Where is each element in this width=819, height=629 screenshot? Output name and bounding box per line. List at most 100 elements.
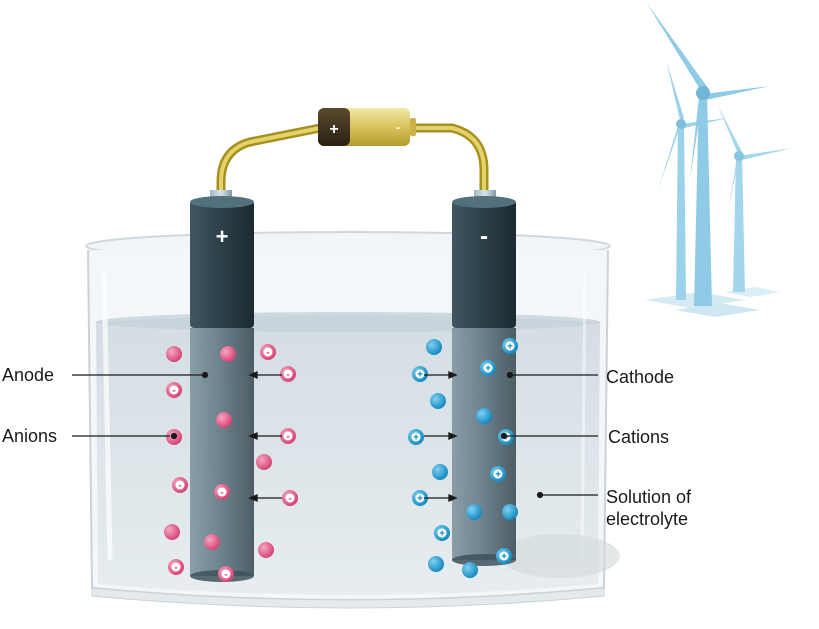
anion-particle: -: [280, 366, 296, 382]
cation-particle: +: [496, 548, 512, 564]
anion-particle-body: [216, 412, 232, 428]
anode-electrode: +: [190, 190, 254, 582]
battery-negative-sign: -: [396, 119, 401, 135]
cation-particle: [476, 408, 492, 424]
cation-particle-sign-disc: [411, 432, 421, 442]
beaker: [85, 231, 620, 609]
anion-particle: -: [280, 428, 296, 444]
anion-particle: -: [260, 344, 276, 360]
anion-particle-sign: -: [288, 494, 291, 505]
callout-lines: [72, 371, 598, 499]
cation-particle-body: [502, 504, 518, 520]
cation-particle: +: [502, 338, 518, 354]
anion-particle: -: [172, 477, 188, 493]
anion-particle-body: [220, 346, 236, 362]
cation-particle: [426, 339, 442, 355]
anion-particle-sign-disc: [221, 569, 231, 579]
anion-particle-sign: -: [174, 563, 177, 574]
cation-particle-sign: +: [485, 364, 491, 375]
anion-particle-sign-disc: [175, 480, 185, 490]
turbine-back: [658, 60, 728, 300]
anion-particle-body: [258, 542, 274, 558]
cation-particle-sign-disc: [437, 528, 447, 538]
cation-particle-sign-disc: [499, 551, 509, 561]
anion-particle: [204, 534, 220, 550]
cation-particle: +: [490, 466, 506, 482]
cation-particle-sign: +: [501, 552, 507, 563]
label-solution-line2: electrolyte: [606, 509, 689, 529]
anion-particle-body: [164, 524, 180, 540]
anion-particle: [164, 524, 180, 540]
cation-particle-sign: +: [413, 433, 419, 444]
cation-particle: +: [408, 429, 424, 445]
anion-particle: [258, 542, 274, 558]
cation-particle-sign-disc: [505, 341, 515, 351]
label-anode: Anode: [2, 365, 55, 385]
anion-particle-body: [204, 534, 220, 550]
cation-particle-sign: +: [439, 529, 445, 540]
cation-particle: +: [412, 490, 428, 506]
cation-particle-sign: +: [507, 342, 513, 353]
label-cathode: Cathode: [606, 367, 675, 387]
anion-particle: [220, 346, 236, 362]
anion-particle: -: [282, 490, 298, 506]
turbine-base: [645, 287, 780, 317]
cation-particle: [462, 562, 478, 578]
cation-particle-sign-disc: [483, 363, 493, 373]
anion-particle: -: [166, 382, 182, 398]
turbine-right: [718, 106, 792, 292]
anion-particle-sign-disc: [283, 369, 293, 379]
anions-group: - - - - - - - - -: [164, 344, 298, 582]
cations-group: +++++++++: [408, 338, 518, 578]
label-anions: Anions: [2, 426, 58, 446]
anion-particle-body: [166, 346, 182, 362]
cation-particle: +: [480, 360, 496, 376]
anion-particle-sign: -: [266, 348, 269, 359]
anode-sign: +: [216, 224, 229, 249]
anion-particle-sign-disc: [283, 431, 293, 441]
anion-particle: [216, 412, 232, 428]
cation-particle-body: [462, 562, 478, 578]
anion-particle: -: [218, 566, 234, 582]
anion-particle-sign: -: [220, 488, 223, 499]
cation-particle-body: [466, 504, 482, 520]
anion-particle-sign-disc: [169, 385, 179, 395]
cation-particle-sign-disc: [415, 493, 425, 503]
anion-particle-sign-disc: [263, 347, 273, 357]
cation-particle-body: [428, 556, 444, 572]
anion-particle-sign-disc: [171, 562, 181, 572]
cation-particle: [428, 556, 444, 572]
cation-particle-body: [426, 339, 442, 355]
anion-particle-sign-disc: [285, 493, 295, 503]
cation-particle-sign: +: [417, 494, 423, 505]
cation-particle: [466, 504, 482, 520]
cation-particle: [430, 393, 446, 409]
turbine-main: [646, 2, 770, 306]
cation-particle: [502, 504, 518, 520]
cation-particle: [432, 464, 448, 480]
anion-particle-sign: -: [286, 432, 289, 443]
cation-particle-sign-disc: [415, 369, 425, 379]
cation-particle-sign: +: [417, 370, 423, 381]
ion-migration-arrows: [248, 371, 458, 502]
anion-particle-sign-disc: [217, 487, 227, 497]
label-cations: Cations: [608, 427, 670, 447]
cation-particle-sign-disc: [493, 469, 503, 479]
battery: + -: [318, 108, 416, 146]
cathode-sign: -: [480, 223, 488, 250]
anion-particle: -: [168, 559, 184, 575]
anion-particle-body: [256, 454, 272, 470]
cation-particle-sign: +: [495, 470, 501, 481]
anion-particle-sign: -: [224, 570, 227, 581]
cation-particle: +: [434, 525, 450, 541]
battery-positive-sign: +: [329, 121, 338, 138]
anion-particle: [256, 454, 272, 470]
anion-particle: [166, 346, 182, 362]
anion-particle-sign: -: [286, 370, 289, 381]
anion-particle-sign: -: [178, 481, 181, 492]
anion-particle: -: [214, 484, 230, 500]
label-solution-line1: Solution of: [606, 487, 692, 507]
cation-particle-body: [432, 464, 448, 480]
cation-particle-body: [430, 393, 446, 409]
